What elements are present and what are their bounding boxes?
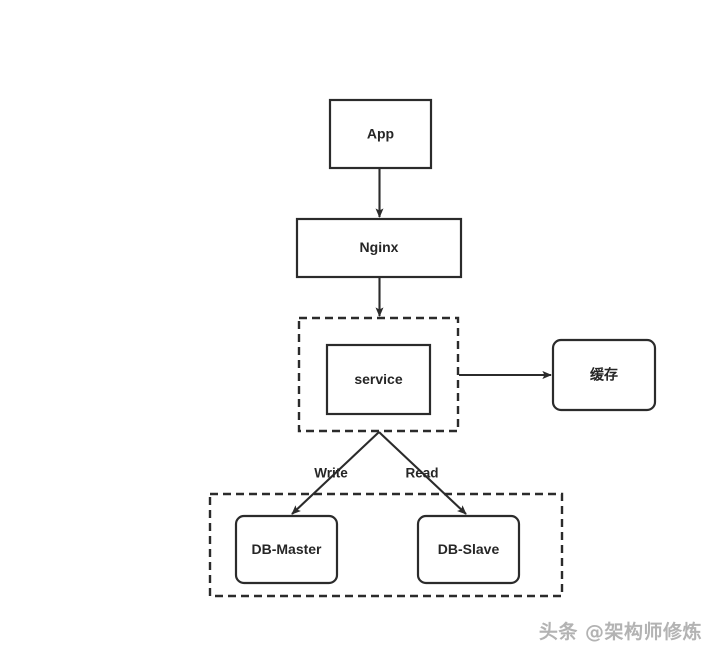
edge-label-read: Read xyxy=(405,466,438,481)
node-db-master[interactable] xyxy=(234,514,339,585)
node-cache-label: 缓存 xyxy=(590,367,618,384)
watermark: 头条 @架构师修炼 xyxy=(538,621,702,643)
node-service[interactable] xyxy=(325,343,432,416)
node-app[interactable] xyxy=(328,98,433,170)
group-service-layer xyxy=(297,316,460,433)
node-nginx[interactable] xyxy=(295,217,463,279)
node-db-slave[interactable] xyxy=(416,514,521,585)
node-db-slave-label: DB-Slave xyxy=(438,541,500,557)
group-database-layer xyxy=(208,492,564,598)
edge-service-to-db-slave xyxy=(378,431,467,515)
edge-service-to-db-master xyxy=(291,431,380,515)
node-nginx-label: Nginx xyxy=(360,239,399,255)
node-cache[interactable] xyxy=(551,338,657,412)
node-service-label: service xyxy=(354,371,402,387)
edge-label-write: Write xyxy=(314,466,348,481)
node-app-label: App xyxy=(367,126,394,142)
node-db-master-label: DB-Master xyxy=(251,541,322,557)
